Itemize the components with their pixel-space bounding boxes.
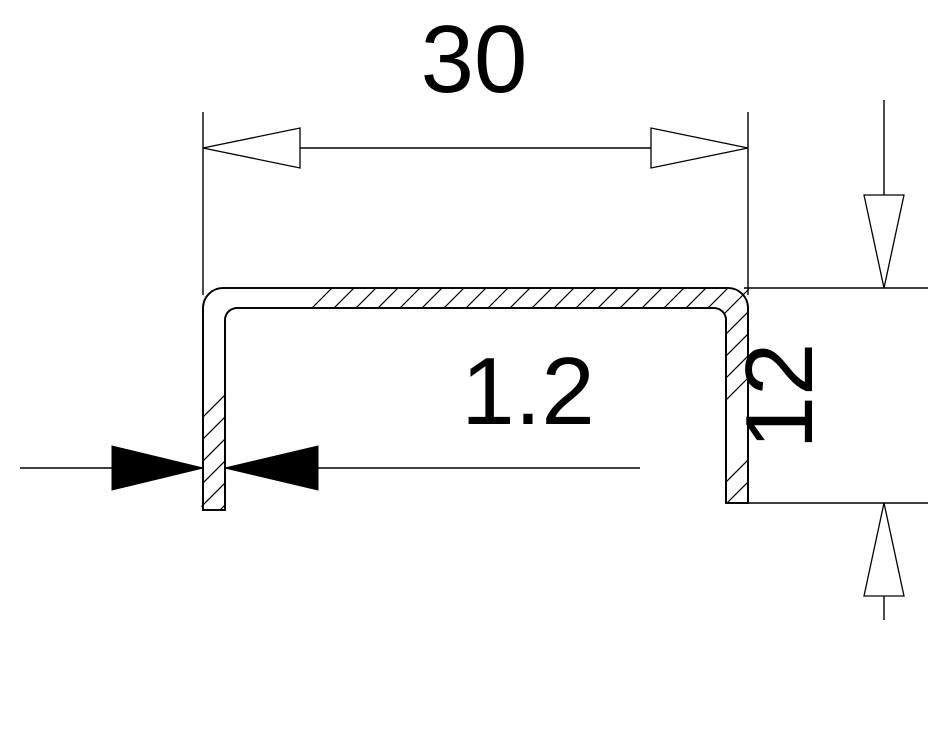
width-dimension-group — [202, 127, 749, 169]
thickness-dimension-group — [20, 445, 640, 491]
channel-profile — [200, 287, 751, 511]
height-dimension-group — [863, 100, 905, 620]
width-arrowhead-right-icon — [650, 127, 749, 169]
dimension-text-width: 30 — [421, 6, 528, 113]
height-extension-lines — [744, 287, 928, 504]
thickness-arrowhead-left-icon — [111, 445, 204, 491]
section-hatching — [200, 288, 751, 510]
width-extension-lines — [202, 112, 749, 295]
dimension-text-height-group: 12 — [726, 343, 833, 450]
thickness-arrowhead-right-icon — [224, 445, 319, 491]
width-arrowhead-left-icon — [202, 127, 301, 169]
dimension-text-thickness: 1.2 — [461, 338, 594, 445]
height-arrowhead-top-icon — [863, 194, 905, 289]
height-arrowhead-bottom-icon — [863, 502, 905, 597]
dimension-text-height: 12 — [726, 343, 833, 450]
